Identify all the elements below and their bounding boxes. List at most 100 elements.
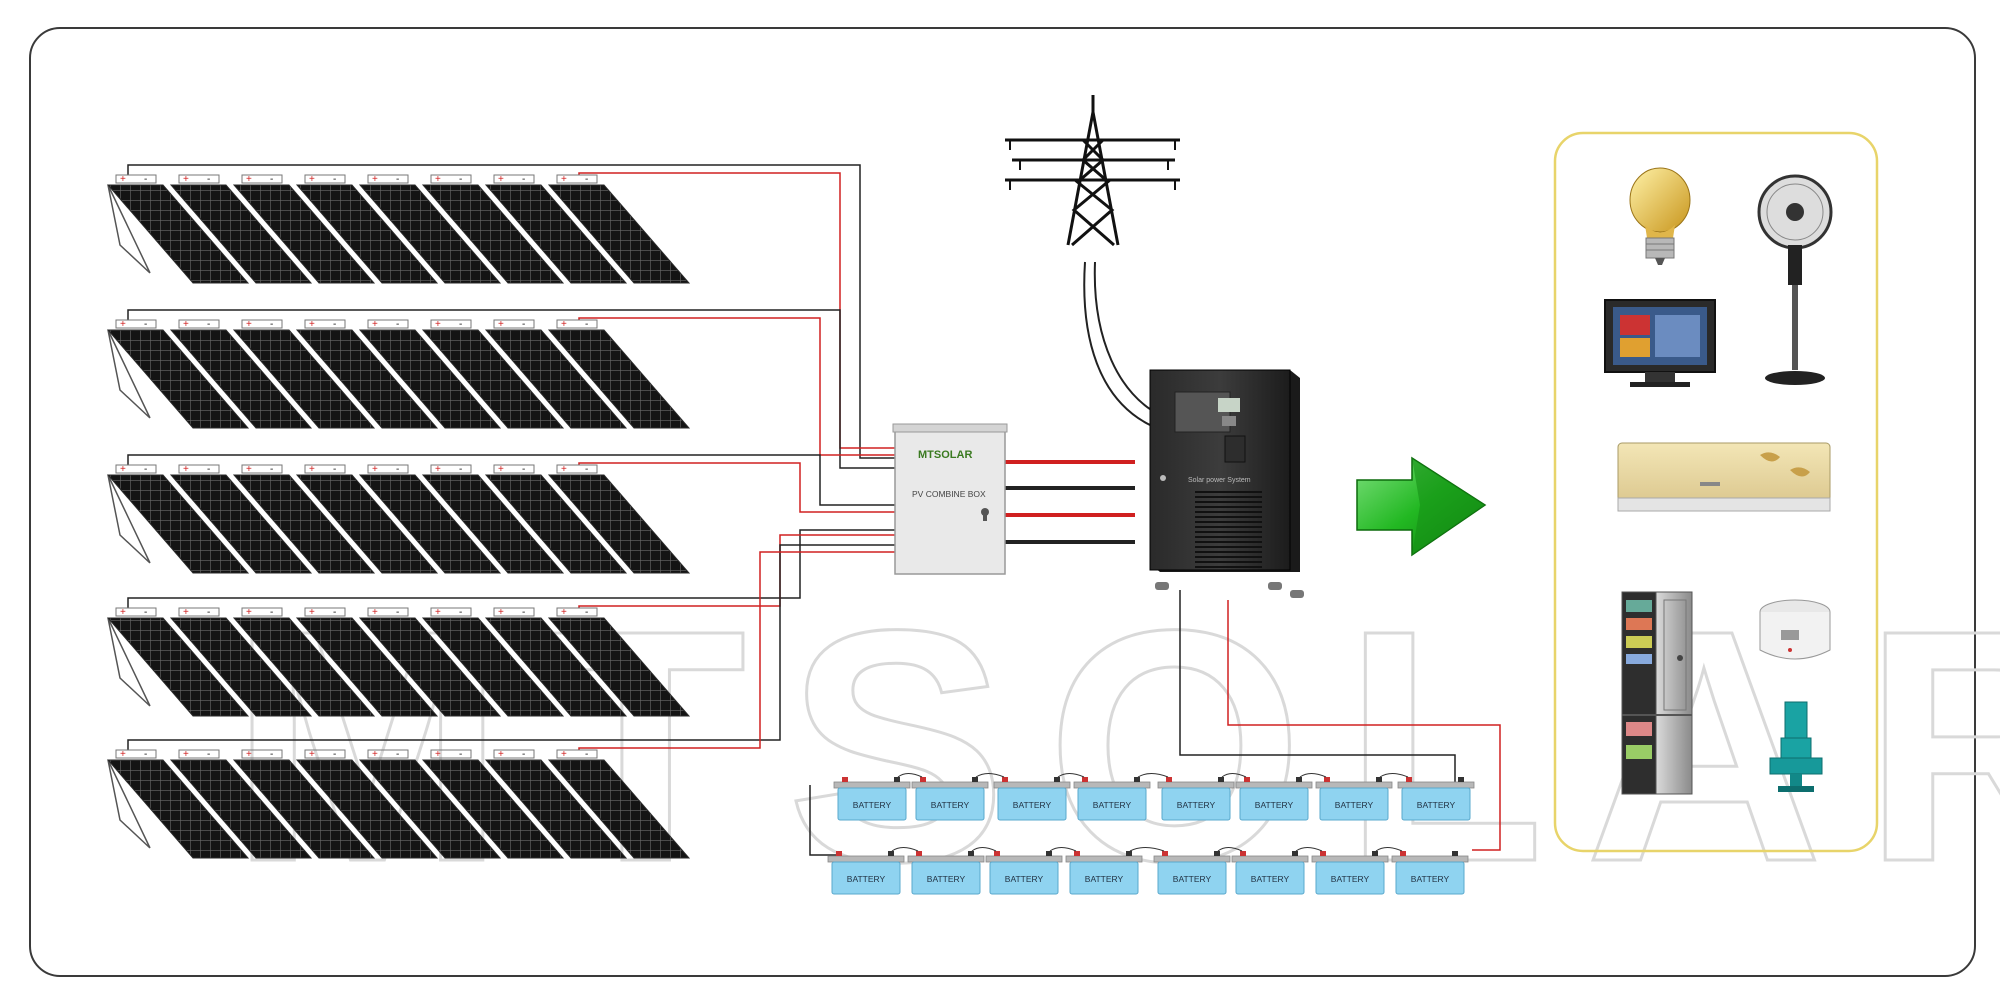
combine-box-brand: MTSOLAR xyxy=(918,449,972,461)
battery-label: BATTERY xyxy=(1177,800,1216,810)
positive-terminal-mark: + xyxy=(246,607,252,618)
panel-terminal xyxy=(241,607,283,617)
solar-panel-row: +-+-+-+-+-+-+-+- xyxy=(106,464,691,574)
solar-panel xyxy=(358,759,502,859)
negative-terminal-mark: - xyxy=(144,749,147,760)
positive-terminal-mark: + xyxy=(246,319,252,330)
positive-terminal-mark: + xyxy=(498,174,504,185)
battery-link xyxy=(1217,847,1243,852)
battery: BATTERY xyxy=(827,851,905,895)
panel-terminal xyxy=(430,174,472,184)
negative-terminal-mark: - xyxy=(396,464,399,475)
panel-terminal xyxy=(493,464,535,474)
panel-terminal xyxy=(304,319,346,329)
positive-string-wire xyxy=(578,317,895,456)
solar-panel xyxy=(106,474,250,574)
negative-terminal-mark: - xyxy=(207,749,210,760)
panel-terminal xyxy=(115,607,157,617)
panel-terminal xyxy=(178,749,220,759)
negative-terminal-mark: - xyxy=(522,319,525,330)
panel-mount-frame xyxy=(107,617,151,707)
positive-terminal-mark: + xyxy=(120,319,126,330)
panel-mount-frame xyxy=(107,474,151,564)
positive-string-wire xyxy=(578,172,895,449)
positive-terminal-mark: + xyxy=(183,319,189,330)
solar-panel xyxy=(232,617,376,717)
solar-panel xyxy=(232,474,376,574)
light-bulb-icon xyxy=(1629,167,1691,265)
refrigerator-icon xyxy=(1621,591,1693,795)
positive-string-wire xyxy=(578,462,895,513)
rice-cooker-icon xyxy=(1759,599,1831,660)
loads-panel xyxy=(1553,131,1879,853)
positive-terminal-mark: + xyxy=(561,607,567,618)
hybrid-inverter-cabinet: Solar power System xyxy=(1149,369,1304,598)
battery-link xyxy=(1129,847,1165,852)
positive-terminal-mark: + xyxy=(183,607,189,618)
positive-terminal-mark: + xyxy=(183,464,189,475)
negative-string-wire xyxy=(127,164,895,459)
solar-panel xyxy=(232,759,376,859)
battery-link xyxy=(897,773,923,778)
negative-terminal-mark: - xyxy=(333,319,336,330)
battery-label: BATTERY xyxy=(1173,874,1212,884)
positive-terminal-mark: + xyxy=(120,464,126,475)
panel-terminal xyxy=(556,749,598,759)
solar-panel xyxy=(232,329,376,429)
panel-terminal xyxy=(430,607,472,617)
battery: BATTERY xyxy=(1153,851,1231,895)
solar-panel xyxy=(358,184,502,284)
positive-terminal-mark: + xyxy=(435,319,441,330)
battery-link xyxy=(1057,773,1085,778)
negative-terminal-mark: - xyxy=(396,319,399,330)
outer-frame xyxy=(29,27,1976,977)
battery-label: BATTERY xyxy=(931,800,970,810)
solar-panel-row: +-+-+-+-+-+-+-+- xyxy=(106,319,691,429)
stand-fan-icon xyxy=(1757,174,1833,385)
battery-link xyxy=(1049,847,1077,852)
battery-link xyxy=(1221,773,1247,778)
solar-panel xyxy=(106,329,250,429)
positive-terminal-mark: + xyxy=(183,749,189,760)
battery-link xyxy=(891,847,919,852)
negative-terminal-mark: - xyxy=(144,464,147,475)
positive-terminal-mark: + xyxy=(120,607,126,618)
positive-terminal-mark: + xyxy=(309,749,315,760)
negative-terminal-mark: - xyxy=(585,174,588,185)
battery: BATTERY xyxy=(1397,777,1475,821)
battery-label: BATTERY xyxy=(853,800,892,810)
negative-terminal-mark: - xyxy=(144,607,147,618)
solar-panel xyxy=(421,617,565,717)
pv-string-wires xyxy=(127,164,895,750)
solar-panel xyxy=(421,184,565,284)
water-pump-icon xyxy=(1769,701,1823,792)
positive-terminal-mark: + xyxy=(498,607,504,618)
solar-panel xyxy=(358,329,502,429)
panel-terminal xyxy=(556,174,598,184)
battery-label: BATTERY xyxy=(1251,874,1290,884)
panel-terminal xyxy=(430,319,472,329)
negative-terminal-mark: - xyxy=(459,464,462,475)
panel-terminal xyxy=(241,174,283,184)
negative-string-wire xyxy=(127,454,895,506)
negative-terminal-mark: - xyxy=(459,174,462,185)
battery: BATTERY xyxy=(985,851,1063,895)
battery-label: BATTERY xyxy=(1417,800,1456,810)
battery: BATTERY xyxy=(1065,851,1143,895)
positive-terminal-mark: + xyxy=(435,464,441,475)
negative-terminal-mark: - xyxy=(459,319,462,330)
negative-terminal-mark: - xyxy=(333,607,336,618)
battery-link xyxy=(1137,773,1169,778)
negative-terminal-mark: - xyxy=(396,749,399,760)
positive-terminal-mark: + xyxy=(309,464,315,475)
panel-terminal xyxy=(115,464,157,474)
panel-terminal xyxy=(367,464,409,474)
solar-panel xyxy=(169,617,313,717)
panel-terminal xyxy=(367,174,409,184)
television-icon xyxy=(1604,299,1716,387)
solar-panel xyxy=(169,759,313,859)
negative-terminal-mark: - xyxy=(270,174,273,185)
positive-terminal-mark: + xyxy=(372,319,378,330)
negative-terminal-mark: - xyxy=(270,464,273,475)
positive-terminal-mark: + xyxy=(372,174,378,185)
